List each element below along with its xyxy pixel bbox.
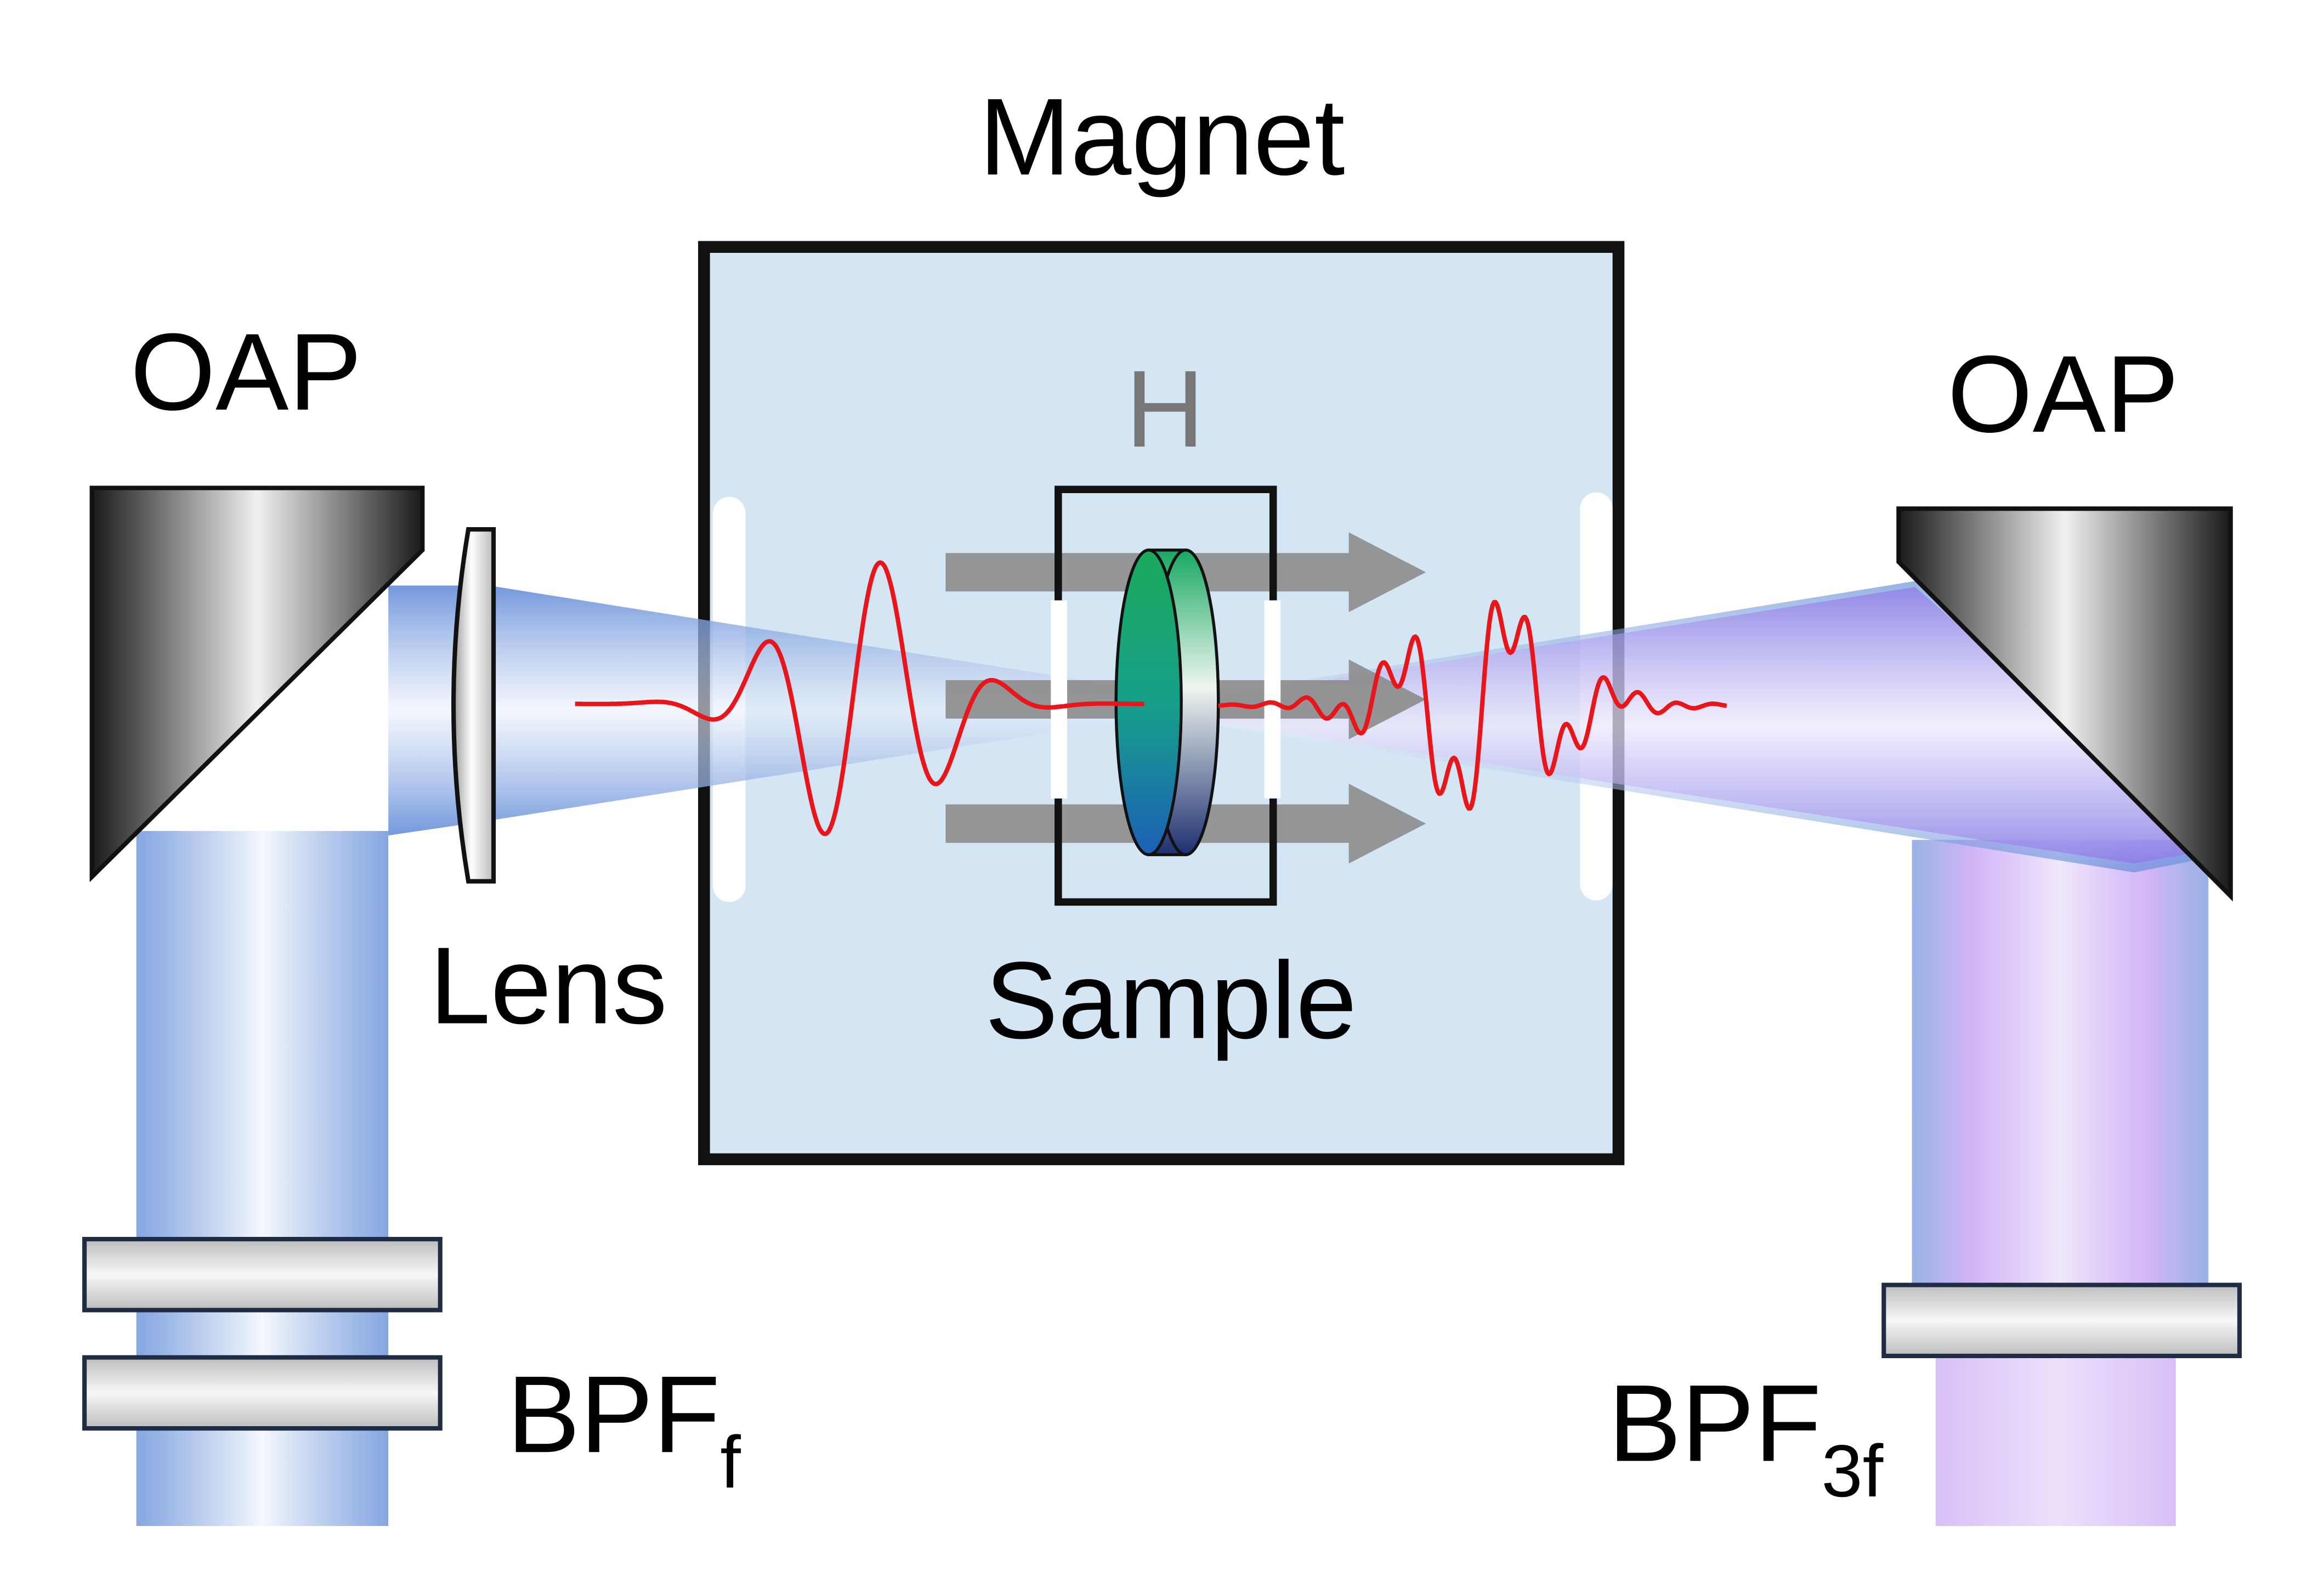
sample-disc-icon	[1114, 549, 1220, 856]
left-oap-mirror-icon	[89, 485, 425, 883]
output-beam-column	[1912, 840, 2209, 1343]
bpf-3f-main: BPF	[1608, 1363, 1822, 1485]
incident-waveform	[574, 560, 1145, 836]
oap-left-label: OAP	[130, 311, 361, 433]
oap-right-label: OAP	[1947, 333, 2179, 455]
holder-slot-left	[1051, 600, 1068, 799]
bpf-f-subscript: f	[720, 1421, 741, 1503]
bpf-f-label: BPFf	[507, 1353, 741, 1503]
holder-slot-right	[1264, 600, 1281, 799]
bpf-3f-label: BPF3f	[1608, 1363, 1884, 1512]
field-label: H	[1125, 348, 1204, 470]
magnet-label: Magnet	[979, 76, 1345, 198]
input-beam-cone	[388, 585, 1176, 836]
bpf-f-main: BPF	[507, 1353, 720, 1476]
output-beam-third-harmonic	[1175, 587, 2218, 864]
lens-icon	[451, 527, 496, 884]
bpf-f-filter-top	[82, 1236, 443, 1313]
sample-label: Sample	[985, 940, 1357, 1062]
lens-label: Lens	[429, 925, 667, 1047]
bpf-f-filter-bottom	[82, 1355, 443, 1431]
bpf-3f-subscript: 3f	[1822, 1429, 1884, 1512]
output-beam-filtered	[1935, 1351, 2176, 1526]
right-oap-mirror-icon	[1896, 506, 2233, 902]
transmitted-waveform	[1217, 600, 1728, 811]
bpf-3f-filter	[1881, 1282, 2242, 1359]
